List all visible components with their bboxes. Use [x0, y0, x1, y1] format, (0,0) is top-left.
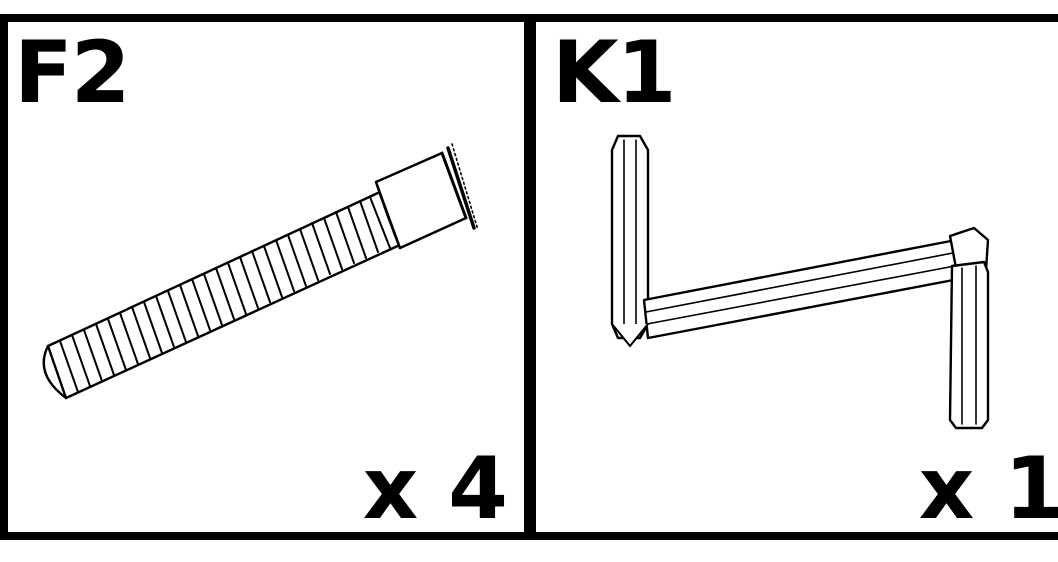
- part-quantity-f2: x 4: [362, 439, 508, 539]
- threaded-bolt-icon: [42, 143, 479, 400]
- part-panel-k1: K1 x 1: [528, 14, 1058, 540]
- part-panel-f2: F2: [0, 14, 532, 540]
- part-code-f2: F2: [14, 23, 131, 123]
- part-code-k1: K1: [552, 23, 676, 123]
- part-quantity-k1: x 1: [918, 439, 1058, 539]
- hex-allen-key-icon: [610, 134, 990, 430]
